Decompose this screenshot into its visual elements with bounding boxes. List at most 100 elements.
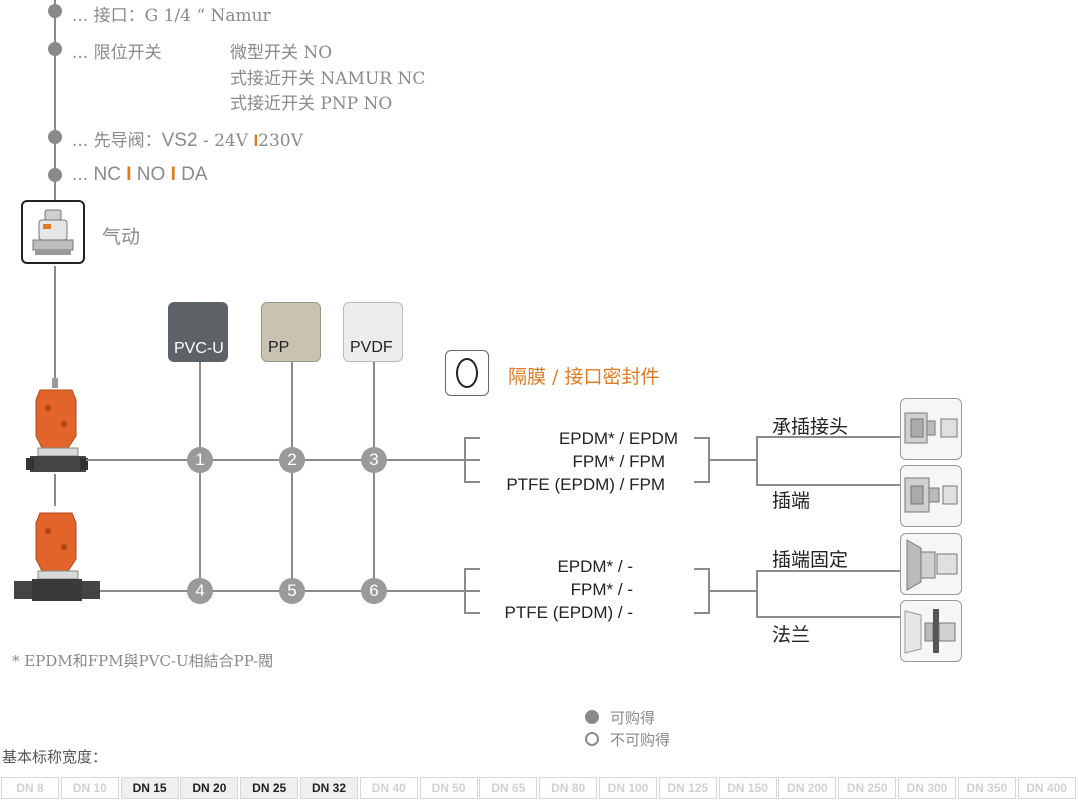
dn-size-cell[interactable]: DN 8: [1, 777, 59, 799]
option-dot: [48, 4, 62, 18]
branch-line: [756, 570, 758, 618]
valve-socket-icon[interactable]: [22, 378, 92, 478]
material-label: PP: [268, 339, 290, 356]
valve-stem: [54, 496, 56, 506]
spigot-joint-icon: [904, 477, 958, 513]
material-label: PVDF: [350, 339, 393, 356]
option-function: ... NC I NO I DA: [72, 164, 208, 186]
pilot-valve-code: VS2: [161, 130, 198, 151]
seal-option[interactable]: FPM* / FPM: [572, 452, 665, 471]
option-connection-label: 接口：G 1/4 “ Namur: [93, 6, 271, 26]
node-5[interactable]: 5: [279, 578, 305, 604]
limit-switch-line-2: 式接近开关 NAMUR NC: [230, 69, 426, 89]
option-connection: ... 接口：G 1/4 “ Namur: [72, 1, 271, 26]
pilot-valve-label: 先导阀：: [93, 131, 162, 151]
valve-link-line: [54, 474, 56, 504]
connection-socket-label: 承插接头: [772, 416, 849, 438]
function-nc: NC: [93, 164, 121, 185]
bracket-link: [708, 590, 758, 592]
spigot-fixed-connection-thumbnail[interactable]: [900, 533, 962, 595]
dn-size-cell[interactable]: DN 20: [180, 777, 239, 799]
dn-size-cell[interactable]: DN 125: [658, 777, 717, 799]
branch-line: [756, 570, 900, 572]
node-3[interactable]: 3: [361, 447, 387, 473]
connection-spigot-fixed-label: 插端固定: [772, 549, 849, 571]
branch-line: [756, 484, 900, 486]
option-prefix: ...: [72, 43, 89, 63]
material-pvdf[interactable]: PVDF: [343, 302, 403, 362]
dn-size-cell[interactable]: DN 40: [359, 777, 418, 799]
material-line: [199, 362, 201, 592]
option-prefix: ...: [72, 131, 89, 151]
option-limit-switch: ... 限位开关: [72, 38, 162, 63]
spine-line-lower: [54, 266, 56, 382]
option-pilot-valve: ... 先导阀：VS2 - 24V I230V: [72, 126, 303, 152]
seal-option[interactable]: PTFE (EPDM) / FPM: [506, 475, 665, 494]
bracket-tick: [464, 590, 480, 592]
separator-bar: I: [170, 164, 176, 185]
seal-option[interactable]: EPDM* / -: [557, 557, 633, 576]
separator-bar: I: [126, 164, 132, 185]
function-no: NO: [136, 164, 166, 185]
seal-option[interactable]: FPM* / -: [570, 580, 633, 599]
seal-option[interactable]: EPDM* / EPDM: [558, 429, 678, 448]
pneumatic-actuator-box[interactable]: [21, 200, 85, 264]
seal-option[interactable]: PTFE (EPDM) / -: [504, 603, 633, 622]
dn-size-cell[interactable]: DN 300: [898, 777, 956, 799]
pilot-valve-separator: -: [197, 131, 215, 151]
dn-size-cell[interactable]: DN 200: [778, 777, 837, 799]
branch-line: [756, 436, 900, 438]
dn-size-cell[interactable]: DN 65: [479, 777, 538, 799]
dn-size-cell[interactable]: DN 250: [838, 777, 897, 799]
option-dot: [48, 130, 62, 144]
limit-switch-line-3: 式接近开关 PNP NO: [230, 94, 393, 114]
legend-available-label: 可购得: [610, 709, 656, 727]
dn-size-cell[interactable]: DN 100: [599, 777, 657, 799]
legend-available-dot: [585, 710, 599, 724]
option-prefix: ...: [72, 6, 89, 26]
material-pp[interactable]: PP: [261, 302, 321, 362]
dn-title: 基本标称宽度：: [2, 748, 108, 766]
dn-size-cell[interactable]: DN 50: [419, 777, 478, 799]
separator-bar: I: [253, 131, 259, 150]
spigot-connection-thumbnail[interactable]: [900, 465, 962, 527]
node-4[interactable]: 4: [187, 578, 213, 604]
spigot-fixed-joint-icon: [906, 539, 958, 591]
valve-spigot-icon[interactable]: [12, 505, 102, 605]
flange-joint-icon: [904, 609, 956, 654]
option-limit-switch-label: 限位开关: [93, 43, 162, 63]
socket-joint-icon: [904, 412, 958, 444]
connection-flange-label: 法兰: [772, 624, 811, 646]
actuator-icon: [32, 209, 74, 255]
branch-line: [756, 436, 758, 486]
node-1[interactable]: 1: [187, 447, 213, 473]
limit-switch-line-1: 微型开关 NO: [230, 43, 333, 63]
material-pvc-u[interactable]: PVC-U: [168, 302, 228, 362]
legend-not-available-dot: [585, 732, 599, 746]
footnote: * EPDM和FPM與PVC-U相結合PP-閥: [12, 652, 274, 670]
connection-spigot-label: 插端: [772, 490, 811, 512]
material-line: [291, 362, 293, 592]
dn-size-cell[interactable]: DN 400: [1017, 777, 1076, 799]
dn-size-cell[interactable]: DN 32: [300, 777, 358, 799]
node-2[interactable]: 2: [279, 447, 305, 473]
bracket-link: [708, 459, 758, 461]
dn-size-cell[interactable]: DN 10: [60, 777, 119, 799]
node-6[interactable]: 6: [361, 578, 387, 604]
dn-size-cell[interactable]: DN 350: [957, 777, 1016, 799]
function-da: DA: [181, 164, 208, 185]
flange-connection-thumbnail[interactable]: [900, 600, 962, 662]
dn-size-cell[interactable]: DN 80: [539, 777, 598, 799]
pilot-valve-voltage-2: 230V: [258, 131, 303, 151]
material-label: PVC-U: [174, 340, 224, 357]
socket-connection-thumbnail[interactable]: [900, 398, 962, 460]
dn-size-cell[interactable]: DN 150: [718, 777, 777, 799]
dn-size-cell[interactable]: DN 15: [120, 777, 179, 799]
spine-line: [54, 0, 56, 200]
option-dot: [48, 42, 62, 56]
option-prefix: ...: [72, 165, 89, 185]
pilot-valve-voltage-1: 24V: [214, 131, 249, 151]
row-line-1: [86, 459, 466, 461]
dn-size-cell[interactable]: DN 25: [240, 777, 299, 799]
branch-line: [756, 616, 900, 618]
